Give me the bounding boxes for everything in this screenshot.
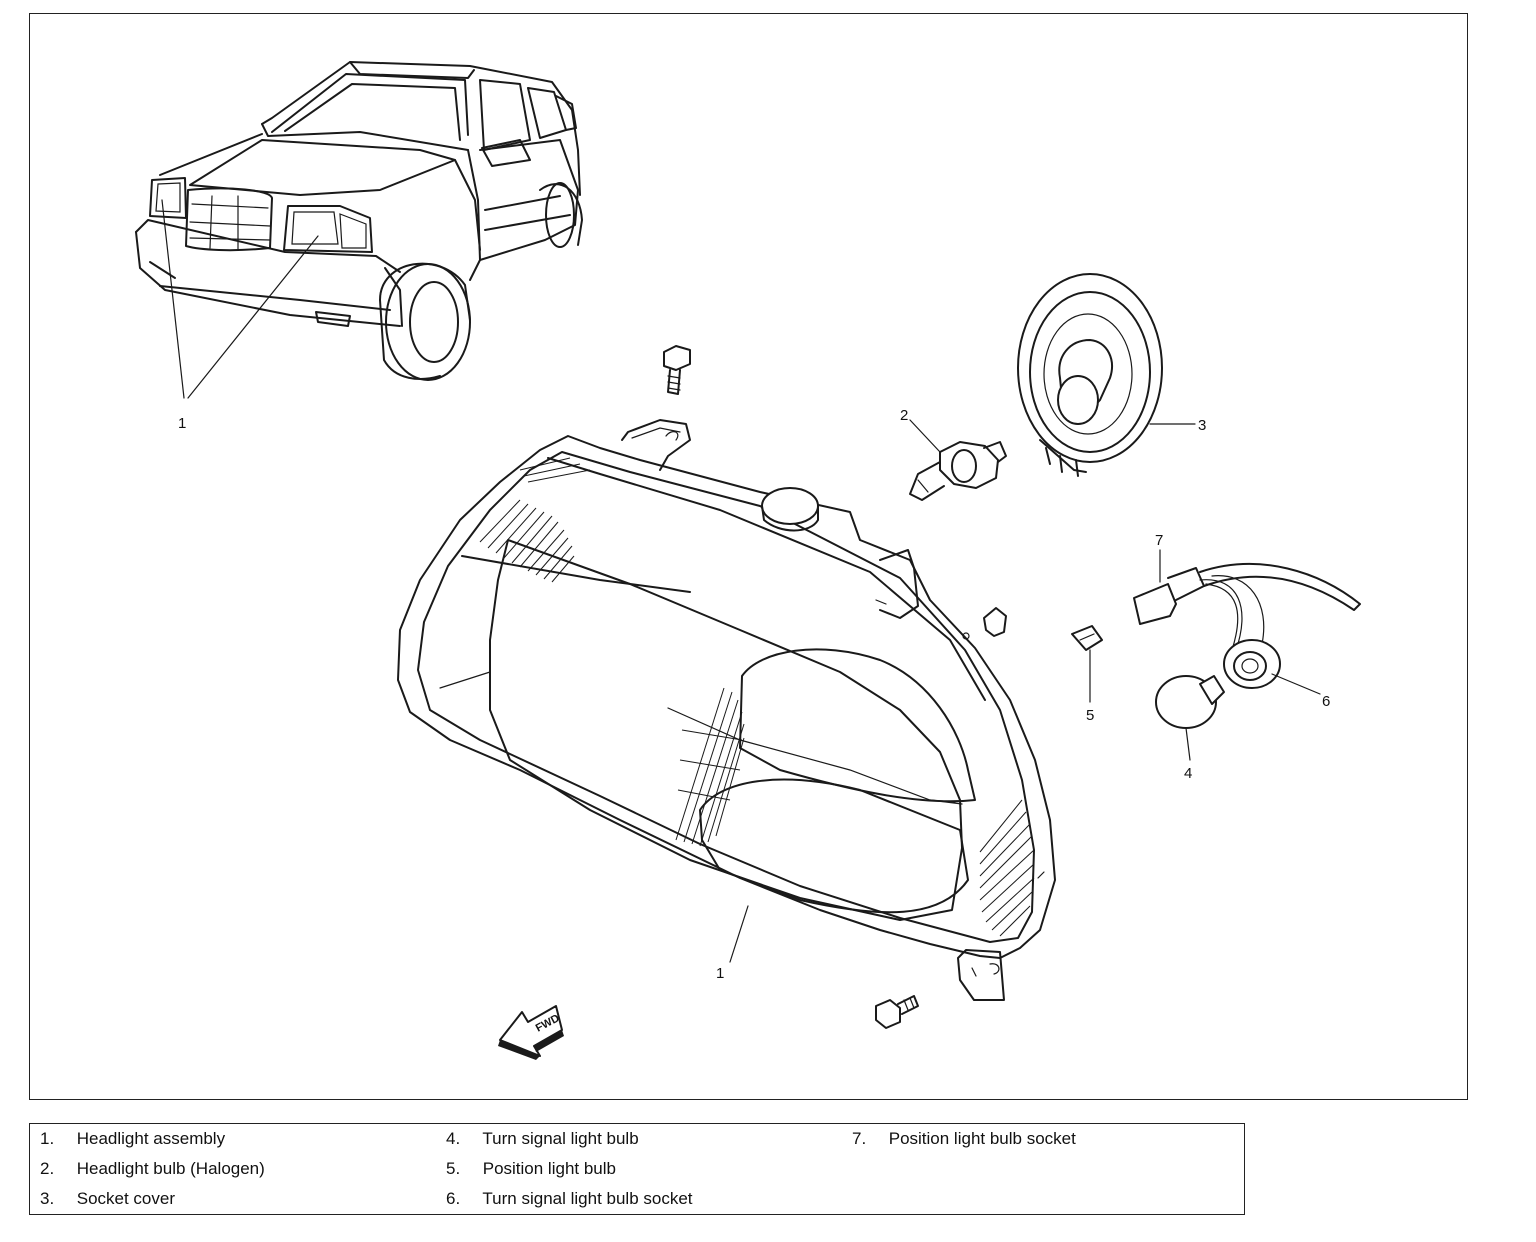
bottom-bolt bbox=[875, 995, 919, 1029]
legend-number: 6. bbox=[446, 1189, 461, 1208]
socket-cover bbox=[1017, 273, 1196, 477]
callout-position-socket: 7 bbox=[1155, 532, 1163, 549]
turn-signal-socket bbox=[1223, 639, 1321, 695]
legend-label: Socket cover bbox=[76, 1189, 175, 1208]
callout-socket-cover: 3 bbox=[1198, 417, 1206, 434]
callout-turn-signal-socket: 6 bbox=[1322, 693, 1330, 710]
lens-hatching-center bbox=[675, 687, 745, 847]
legend-column-1: 1. Headlight assembly 2. Headlight bulb … bbox=[30, 1124, 430, 1214]
callout-position-bulb: 5 bbox=[1086, 707, 1094, 724]
legend-item: 3. Socket cover bbox=[30, 1184, 430, 1214]
legend-column-3: 7. Position light bulb socket bbox=[842, 1124, 1242, 1154]
legend-item: 7. Position light bulb socket bbox=[842, 1124, 1242, 1154]
legend-column-2: 4. Turn signal light bulb 5. Position li… bbox=[436, 1124, 836, 1214]
callout-car-headlight: 1 bbox=[178, 415, 186, 432]
position-bulb bbox=[1071, 625, 1103, 703]
lens-hatching-corner bbox=[979, 799, 1035, 937]
callout-headlight-bulb: 2 bbox=[900, 407, 908, 424]
callout-turn-signal-bulb: 4 bbox=[1184, 765, 1192, 782]
fwd-arrow: FWD bbox=[498, 1005, 564, 1060]
legend-label: Position light bulb bbox=[482, 1159, 616, 1178]
top-bolt bbox=[663, 345, 691, 395]
legend-label: Headlight assembly bbox=[76, 1129, 226, 1148]
headlight-assembly bbox=[397, 419, 1056, 1001]
lens-hatching-upper bbox=[479, 457, 591, 583]
callout-assembly: 1 bbox=[716, 965, 724, 982]
legend-number: 1. bbox=[40, 1129, 55, 1148]
legend-label: Position light bulb socket bbox=[888, 1129, 1076, 1148]
legend-table: 1. Headlight assembly 2. Headlight bulb … bbox=[29, 1123, 1245, 1215]
legend-number: 3. bbox=[40, 1189, 55, 1208]
vehicle-illustration bbox=[135, 61, 583, 399]
legend-label: Headlight bulb (Halogen) bbox=[76, 1159, 265, 1178]
legend-number: 5. bbox=[446, 1159, 461, 1178]
legend-label: Turn signal light bulb bbox=[482, 1129, 639, 1148]
legend-item: 4. Turn signal light bulb bbox=[436, 1124, 836, 1154]
legend-item: 6. Turn signal light bulb socket bbox=[436, 1184, 836, 1214]
turn-signal-bulb bbox=[1155, 675, 1225, 761]
legend-number: 4. bbox=[446, 1129, 461, 1148]
legend-item: 1. Headlight assembly bbox=[30, 1124, 430, 1154]
housing-clip bbox=[962, 607, 1007, 640]
legend-number: 7. bbox=[852, 1129, 867, 1148]
legend-item: 5. Position light bulb bbox=[436, 1154, 836, 1184]
diagram-frame bbox=[29, 13, 1468, 1100]
position-bulb-socket bbox=[1133, 549, 1361, 651]
legend-item: 2. Headlight bulb (Halogen) bbox=[30, 1154, 430, 1184]
headlight-bulb bbox=[909, 419, 1007, 501]
legend-label: Turn signal light bulb socket bbox=[482, 1189, 693, 1208]
legend-number: 2. bbox=[40, 1159, 55, 1178]
